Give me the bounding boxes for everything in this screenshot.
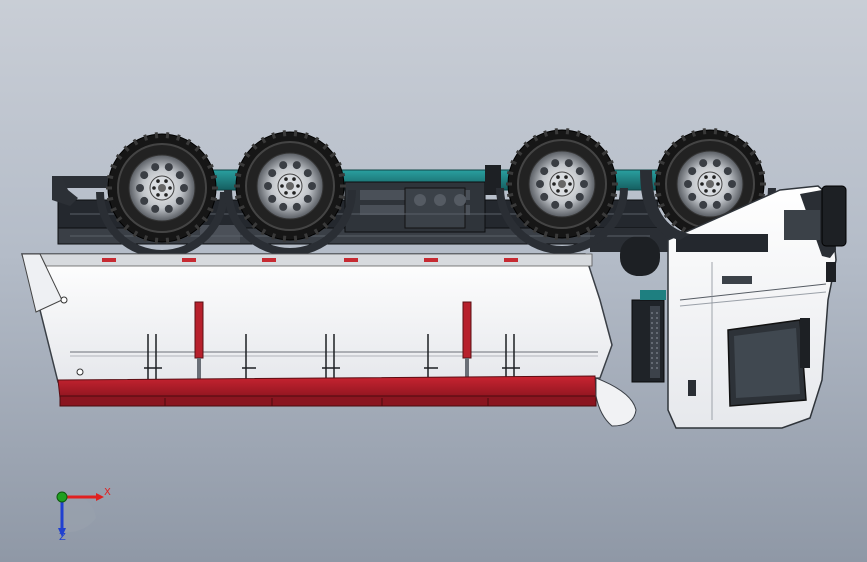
axis-triad — [56, 491, 104, 537]
z-axis-label: Z — [59, 532, 66, 543]
truck-cab — [640, 170, 847, 429]
x-axis-label: X — [104, 487, 111, 498]
blade-brackets — [144, 334, 520, 384]
hydraulic-cylinders — [194, 301, 472, 388]
red-blade — [57, 375, 637, 427]
y-axis-dot — [56, 491, 68, 503]
wheel — [496, 128, 628, 254]
wheel — [96, 132, 228, 258]
wheel-group — [96, 128, 776, 258]
dump-body — [20, 253, 613, 383]
side-steps — [631, 290, 666, 383]
wheel — [224, 130, 356, 256]
teal-crossbar-tail — [60, 176, 120, 188]
